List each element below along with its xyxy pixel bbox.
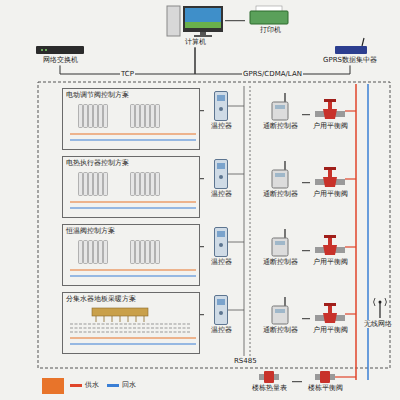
node-label: 户用平衡阀	[313, 258, 348, 266]
node-label: 楼栋平衡阀	[308, 384, 343, 392]
orange-block	[42, 378, 64, 394]
connector	[302, 250, 310, 251]
node-label: 通断控制器	[263, 258, 298, 266]
connector	[200, 178, 204, 179]
computer-icon	[167, 6, 223, 37]
connector	[292, 381, 302, 382]
balance-valve-node: 楼栋平衡阀	[302, 370, 348, 393]
legend-text: 供水	[85, 381, 99, 389]
thermostat-node: 温控器	[204, 158, 238, 199]
thermostat-node: 温控器	[204, 226, 238, 267]
return-pipe	[367, 84, 369, 380]
scheme-panel: 分集水器地板采暖方案	[62, 292, 200, 354]
printer-node: 打印机	[245, 6, 295, 35]
free-label: 无线网络	[363, 320, 393, 328]
free-label: RS485	[233, 357, 258, 365]
thermostat-node: 温控器	[204, 90, 238, 131]
valve-node: 户用平衡阀	[310, 302, 350, 335]
legend-item: 回水	[107, 381, 136, 389]
node-label: 通断控制器	[263, 122, 298, 130]
node-label: 通断控制器	[263, 190, 298, 198]
legend-text: 回水	[122, 381, 136, 389]
router-icon	[335, 38, 367, 54]
meter-icon	[259, 371, 279, 383]
connector	[302, 114, 310, 115]
connector	[302, 318, 310, 319]
edge-label: TCP	[120, 70, 135, 78]
controller-node: 通断控制器	[258, 92, 302, 131]
valve-node: 户用平衡阀	[310, 98, 350, 131]
legend-item: 供水	[70, 381, 99, 389]
heat-meter-node: 楼栋热量表	[246, 370, 292, 393]
node-label: 户用平衡阀	[313, 122, 348, 130]
connector	[302, 182, 310, 183]
node-label: 电热执行器控制方案	[63, 157, 132, 169]
valve-node: 户用平衡阀	[310, 234, 350, 267]
node-label: GPRS数据集中器	[323, 56, 377, 64]
connector	[200, 110, 204, 111]
controller-node: 通断控制器	[258, 228, 302, 267]
edge-label: GPRS/CDMA/LAN	[242, 70, 303, 78]
node-label: 温控器	[211, 122, 232, 130]
scheme-panel: 电动调节阀控制方案	[62, 88, 200, 150]
legend-swatch	[107, 384, 119, 387]
controller-node: 通断控制器	[258, 160, 302, 199]
bus-line	[250, 86, 251, 356]
node-label: 通断控制器	[263, 326, 298, 334]
node-label: 户用平衡阀	[313, 326, 348, 334]
legend: 供水 回水	[70, 381, 144, 389]
valve-node: 户用平衡阀	[310, 166, 350, 199]
node-label: 温控器	[211, 326, 232, 334]
antenna-icon	[374, 298, 387, 318]
node-label: 电动调节阀控制方案	[63, 89, 132, 101]
connector	[200, 314, 204, 315]
connector	[225, 20, 245, 21]
thermostat-node: 温控器	[204, 294, 238, 335]
pipe-stub	[335, 376, 356, 377]
computer-node: 计算机	[165, 2, 225, 47]
bus-line	[244, 86, 245, 356]
node-label: 分集水器地板采暖方案	[63, 293, 139, 305]
valve-icon	[315, 371, 335, 383]
node-label: 温控器	[211, 190, 232, 198]
node-label: 户用平衡阀	[313, 190, 348, 198]
building-boundary	[38, 82, 390, 368]
node-label: 温控器	[211, 258, 232, 266]
legend-swatch	[70, 384, 82, 387]
switch-icon	[36, 46, 84, 54]
scheme-panel: 恒温阀控制方案	[62, 224, 200, 286]
node-label: 楼栋热量表	[252, 384, 287, 392]
printer-icon	[250, 6, 288, 24]
scheme-panel: 电热执行器控制方案	[62, 156, 200, 218]
switch-node: 网络交换机	[30, 44, 90, 65]
gprs-node: GPRS数据集中器	[310, 36, 390, 65]
node-label: 计算机	[185, 38, 206, 46]
node-label: 网络交换机	[43, 56, 78, 64]
connector	[200, 246, 204, 247]
controller-node: 通断控制器	[258, 296, 302, 335]
supply-pipe	[355, 84, 357, 380]
node-label: 恒温阀控制方案	[63, 225, 118, 237]
node-label: 打印机	[260, 26, 281, 34]
